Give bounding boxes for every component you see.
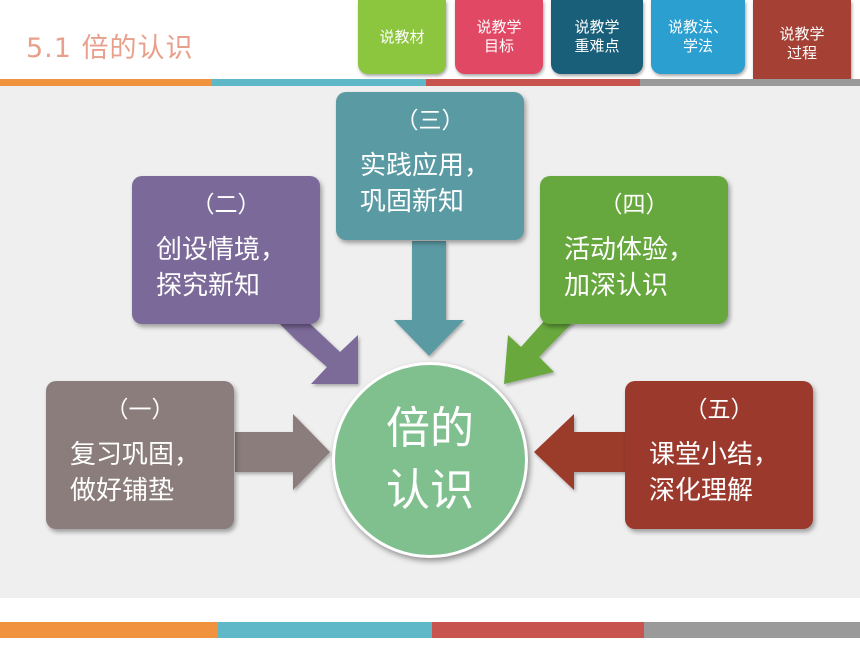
top-stripe [0,79,860,86]
step-two-number: （二） [191,192,261,218]
arrow-step-five [534,414,628,490]
arrow-step-three [394,241,464,356]
step-four-box: （四） 活动体验， 加深认识 [540,176,728,324]
tab-key-difficulties[interactable]: 说教学 重难点 [551,0,643,74]
bottom-stripe [0,622,860,638]
arrow-step-four [504,320,575,384]
step-five-box: （五） 课堂小结， 深化理解 [625,381,813,529]
step-one-number: （一） [105,397,175,423]
tab-teaching-goals[interactable]: 说教学 目标 [455,0,543,74]
tab-teaching-process[interactable]: 说教学 过程 [753,0,851,88]
step-five-number: （五） [684,397,754,423]
step-three-box: （三） 实践应用， 巩固新知 [336,92,524,240]
step-four-text: 活动体验， 加深认识 [564,235,695,301]
center-circle: 倍的 认识 [332,362,528,558]
step-one-text: 复习巩固， 做好铺垫 [70,440,201,506]
step-three-number: （三） [395,108,465,134]
step-four-number: （四） [599,192,669,218]
step-three-text: 实践应用， 巩固新知 [360,151,491,217]
arrow-step-two [276,320,358,384]
page-title: 5.1 倍的认识 [26,33,194,64]
step-one-box: （一） 复习巩固， 做好铺垫 [46,381,234,529]
step-two-box: （二） 创设情境， 探究新知 [132,176,320,324]
tab-textbook[interactable]: 说教材 [358,0,446,74]
arrow-step-one [235,414,330,490]
step-five-text: 课堂小结， 深化理解 [649,440,780,506]
tab-methods[interactable]: 说教法、 学法 [651,0,745,74]
step-two-text: 创设情境， 探究新知 [156,235,287,301]
